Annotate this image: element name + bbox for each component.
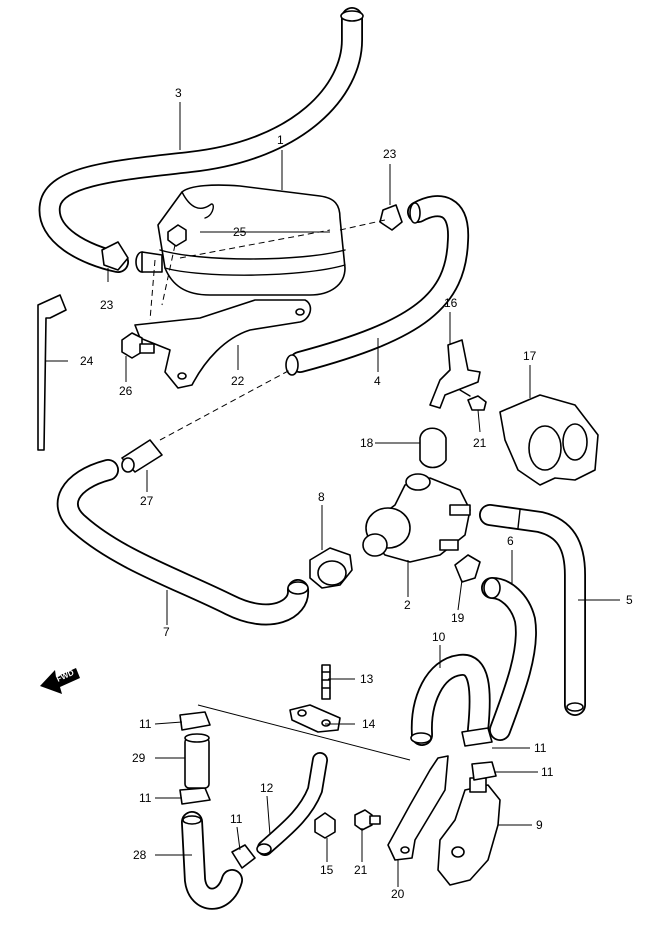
pipe-29 xyxy=(184,733,210,789)
bracket-16 xyxy=(429,339,481,409)
label-23-left: 23 xyxy=(100,298,114,312)
bracket-17 xyxy=(499,394,599,486)
label-12: 12 xyxy=(260,781,274,795)
bracket-20 xyxy=(387,755,449,861)
screw-21-top xyxy=(459,389,487,411)
label-26: 26 xyxy=(119,384,133,398)
label-18: 18 xyxy=(360,436,374,450)
strap-24 xyxy=(37,294,67,451)
clamp-11-b xyxy=(179,787,211,805)
label-11-e: 11 xyxy=(541,765,554,779)
nut-15 xyxy=(314,812,336,839)
hose-5 xyxy=(479,504,586,716)
cap-18 xyxy=(419,427,447,469)
screw-21-bottom xyxy=(354,809,381,831)
pipe-12 xyxy=(256,752,328,856)
bolt-26 xyxy=(121,332,155,359)
bracket-22 xyxy=(134,299,312,389)
leader-lines xyxy=(46,102,620,887)
label-21-top: 21 xyxy=(473,436,487,450)
label-5: 5 xyxy=(626,593,633,607)
canister-1 xyxy=(135,184,346,296)
label-24: 24 xyxy=(80,354,94,368)
label-25: 25 xyxy=(233,225,247,239)
gasket-14 xyxy=(289,704,341,733)
label-22: 22 xyxy=(231,374,245,388)
label-4: 4 xyxy=(374,374,381,388)
connector-27 xyxy=(121,439,163,473)
label-21-bottom: 21 xyxy=(354,863,368,877)
hose-10 xyxy=(410,653,491,746)
clamp-23-left xyxy=(101,241,129,271)
label-13: 13 xyxy=(360,672,374,686)
clamp-11-d xyxy=(461,727,493,747)
label-11-c: 11 xyxy=(230,812,243,826)
valve-9 xyxy=(437,777,501,886)
stud-13 xyxy=(321,664,331,700)
fwd-arrow-icon: FWD xyxy=(40,668,80,694)
label-9: 9 xyxy=(536,818,543,832)
clamp-23-right xyxy=(379,204,403,231)
part-labels: 1 2 3 4 5 6 7 8 9 10 11 11 11 11 11 12 1… xyxy=(80,86,633,901)
label-10: 10 xyxy=(432,630,446,644)
hose-6 xyxy=(481,577,537,741)
label-15: 15 xyxy=(320,863,334,877)
hose-4 xyxy=(285,195,470,376)
hose-28 xyxy=(181,811,243,910)
label-1: 1 xyxy=(277,133,284,147)
label-28: 28 xyxy=(133,848,147,862)
label-27: 27 xyxy=(140,494,154,508)
label-11-a: 11 xyxy=(139,717,152,731)
label-29: 29 xyxy=(132,751,146,765)
hose-3 xyxy=(38,7,364,273)
hose-7 xyxy=(56,459,309,626)
label-16: 16 xyxy=(444,296,458,310)
label-17: 17 xyxy=(523,349,537,363)
label-6: 6 xyxy=(507,534,514,548)
label-11-d: 11 xyxy=(534,741,547,755)
guide-lines xyxy=(149,219,411,761)
label-19: 19 xyxy=(451,611,465,625)
label-20: 20 xyxy=(391,887,405,901)
label-14: 14 xyxy=(362,717,376,731)
clamp-11-e xyxy=(471,761,497,781)
clamp-19 xyxy=(454,554,481,583)
label-11-b: 11 xyxy=(139,791,152,805)
clamp-8 xyxy=(309,547,353,589)
label-7: 7 xyxy=(163,625,170,639)
label-2: 2 xyxy=(404,598,411,612)
valve-2 xyxy=(362,473,471,563)
clamp-11-a xyxy=(179,711,211,731)
screw-25 xyxy=(167,224,187,247)
label-23-top: 23 xyxy=(383,147,397,161)
clamp-11-c xyxy=(231,844,256,869)
label-8: 8 xyxy=(318,490,325,504)
label-3: 3 xyxy=(175,86,182,100)
